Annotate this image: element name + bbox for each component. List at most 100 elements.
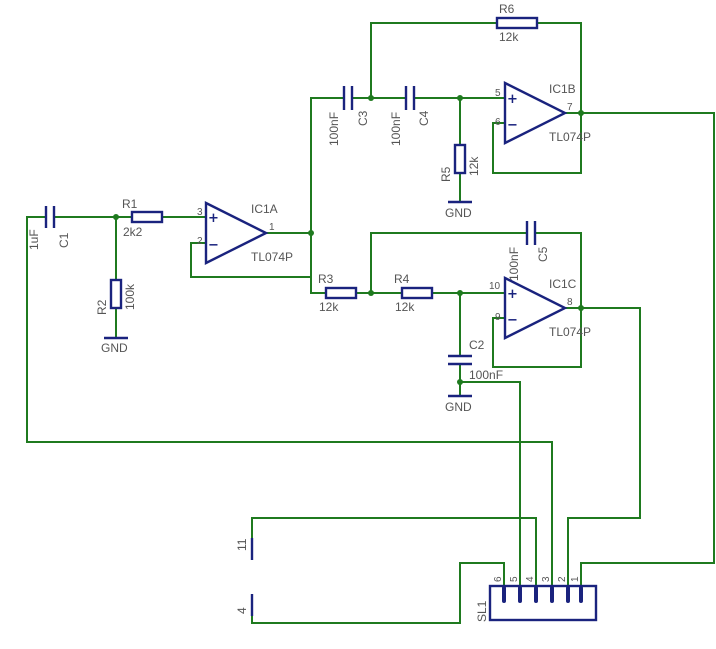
c2-value: 100nF (469, 368, 503, 382)
r3-value: 12k (319, 300, 339, 314)
wire-supply-pos (251, 517, 537, 587)
resistor-r5 (453, 143, 467, 175)
c4-value: 100nF (389, 112, 403, 146)
wire-ic1c-out (564, 307, 641, 587)
ic1c-plus-symbol: + (507, 287, 518, 302)
wire-r6-out (536, 22, 582, 114)
wire-c5-out (535, 232, 582, 309)
c4-name: C4 (417, 110, 431, 126)
sl1-pin-label-4: 4 (525, 576, 536, 582)
c5-value: 100nF (507, 247, 521, 281)
ic1c-value: TL074P (549, 325, 591, 339)
ic1c-pin-out: 8 (567, 297, 573, 308)
r5-value: 12k (467, 156, 481, 176)
wire-out-c3 (310, 97, 344, 234)
junction-ic1a-out (308, 230, 314, 236)
c2-name: C2 (469, 338, 485, 352)
connector-pin-2 (566, 586, 570, 603)
r6-value: 12k (499, 30, 519, 44)
r3-name: R3 (318, 272, 334, 286)
resistor-r2 (109, 278, 123, 310)
resistor-r1 (130, 210, 164, 224)
r5-name: R5 (439, 166, 453, 182)
connector-pin-3 (550, 586, 554, 603)
ic1a-pin-out: 1 (269, 222, 275, 233)
opamp-ic1b (503, 81, 568, 145)
c5-name: C5 (536, 246, 550, 262)
capacitor-c1 (44, 206, 56, 228)
connector-pin-4 (534, 586, 538, 603)
wires (26, 22, 715, 624)
opamp-ic1a (204, 201, 269, 265)
r2-name: R2 (95, 299, 109, 315)
ic1b-plus-symbol: + (507, 92, 518, 107)
resistor-r6 (495, 16, 539, 30)
wire-ic1b-out (564, 112, 715, 587)
wire-c1-left (26, 216, 553, 587)
ic1c-name: IC1C (549, 277, 577, 291)
ic1a-name: IC1A (251, 202, 278, 216)
connector-pin-1 (579, 586, 583, 603)
junction-ic1b-out (578, 110, 584, 116)
ic1b-minus-symbol: − (507, 118, 518, 133)
junction-r5 (457, 95, 463, 101)
junction-r2 (113, 214, 119, 220)
r1-name: R1 (122, 197, 138, 211)
ic1b-pin-out: 7 (567, 102, 573, 113)
resistor-r4 (400, 286, 434, 300)
wire-ic1b-feedback (492, 112, 582, 174)
wire-supply-neg (251, 562, 505, 624)
ic1a-pin-plus: 3 (197, 207, 203, 218)
connector-body (488, 584, 598, 622)
ic1b-value: TL074P (549, 130, 591, 144)
ic1b-pin-plus: 5 (495, 88, 501, 99)
connector-pin-6 (502, 586, 506, 603)
junction-r6 (368, 95, 374, 101)
sl1-pin-label-2: 2 (557, 576, 568, 582)
ic1c-minus-symbol: − (507, 313, 518, 328)
capacitor-c4 (404, 86, 416, 110)
wire-ic1c-feedback (492, 307, 582, 368)
ic1c-pin-plus: 10 (489, 281, 501, 292)
ic1c-pin-minus: 9 (495, 312, 501, 323)
r2-value: 100k (123, 283, 137, 310)
ic1a-plus-symbol: + (208, 211, 219, 226)
ic1b-pin-minus: 6 (495, 117, 501, 128)
c1-value: 1uF (27, 229, 41, 250)
sl1-pin-label-3: 3 (541, 576, 552, 582)
opamp-ic1c (503, 276, 568, 340)
r4-value: 12k (395, 300, 415, 314)
junction-gnd-c2 (457, 379, 463, 385)
sl1-pin-label-6: 6 (493, 576, 504, 582)
junction-c5 (368, 290, 374, 296)
r4-name: R4 (394, 272, 410, 286)
capacitor-c3 (342, 86, 354, 110)
wire-out-r3 (310, 232, 327, 294)
wire-node-r6 (370, 22, 498, 99)
connector-pin-5 (518, 586, 522, 603)
gnd-label-3: GND (445, 400, 472, 414)
c3-name: C3 (356, 110, 370, 126)
wire-node-c5 (370, 232, 527, 294)
capacitor-c5 (525, 221, 537, 245)
r6-name: R6 (499, 2, 515, 16)
sl1-pin-label-1: 1 (570, 576, 581, 582)
ic1a-value: TL074P (251, 250, 293, 264)
sl1-pin-label-5: 5 (509, 576, 520, 582)
r1-value: 2k2 (123, 225, 143, 239)
c1-name: C1 (57, 232, 71, 248)
ic1a-minus-symbol: − (208, 238, 219, 253)
supply-neg-label: 4 (235, 607, 249, 614)
wire-ic1a-feedback (190, 242, 310, 278)
ic1a-pin-minus: 2 (197, 236, 203, 247)
gnd-label-2: GND (445, 206, 472, 220)
junction-ic1c-out (578, 305, 584, 311)
sl1-name: SL1 (475, 600, 489, 622)
connector-sl1 (488, 584, 598, 622)
gnd-label-1: GND (101, 341, 128, 355)
supply-pos-label: 11 (235, 538, 249, 551)
ic1b-name: IC1B (549, 82, 576, 96)
junction-c2 (457, 290, 463, 296)
capacitor-c2 (448, 354, 472, 366)
